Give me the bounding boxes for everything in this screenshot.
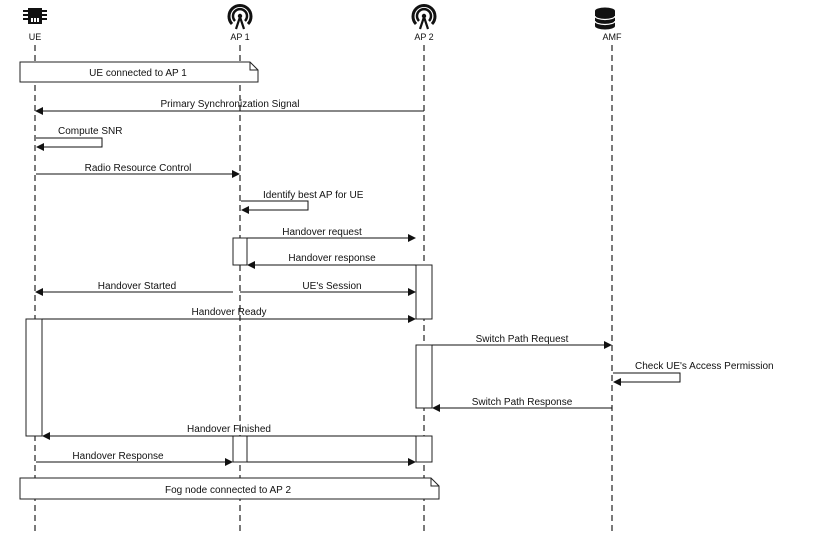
message-handover-request: Handover request [247,227,416,242]
message-label: Radio Resource Control [85,163,192,174]
activation-ap2-switch [415,344,433,409]
message-label: Handover Ready [191,307,266,318]
message-handover-finished: Handover Finished [42,424,416,440]
activation-ap1-finish [232,435,248,463]
message-check-access: Check UE's Access Permission [613,361,774,386]
message-label: Compute SNR [58,126,122,137]
message-primary-sync: Primary Synchronization Signal [35,99,424,115]
message-label: Check UE's Access Permission [635,361,774,372]
message-switch-path-response: Switch Path Response [432,397,612,412]
message-ue-session: UE's Session [240,281,416,296]
message-label: Handover response [288,253,376,264]
message-label: Switch Path Response [472,397,573,408]
message-handover-response-ap: Handover response [247,253,416,269]
message-label: Primary Synchronization Signal [161,99,300,110]
message-handover-ready: Handover Ready [42,307,416,323]
actor-label-amf: AMF [603,32,623,42]
message-handover-started: Handover Started [35,281,233,296]
activation-ue [25,318,43,437]
message-identify-best-ap: Identify best AP for UE [241,190,364,214]
activation-ap2 [415,264,433,320]
antenna-icon [227,4,253,30]
message-label: Handover Response [72,451,164,462]
antenna-icon [411,4,437,30]
actor-label-ap1: AP 1 [230,32,249,42]
message-handover-response-ue: Handover Response [36,451,416,466]
note-text: UE connected to AP 1 [89,68,187,79]
message-compute-snr: Compute SNR [36,126,122,151]
message-label: Handover Started [98,281,176,292]
chip-icon [23,8,47,24]
message-label: UE's Session [302,281,361,292]
actor-label-ap2: AP 2 [414,32,433,42]
activation-ap2-finish [415,435,433,463]
activation-ap1 [232,237,248,266]
note-ue-connected: UE connected to AP 1 [19,61,259,83]
note-fog-node-connected: Fog node connected to AP 2 [19,477,440,500]
actor-label-ue: UE [29,32,42,42]
database-icon [594,7,616,30]
note-text: Fog node connected to AP 2 [165,485,291,496]
message-label: Handover Finished [187,424,271,435]
message-rrc: Radio Resource Control [36,163,240,178]
message-label: Handover request [282,227,362,238]
message-label: Switch Path Request [476,334,569,345]
message-switch-path-request: Switch Path Request [432,334,612,349]
message-label: Identify best AP for UE [263,190,364,201]
